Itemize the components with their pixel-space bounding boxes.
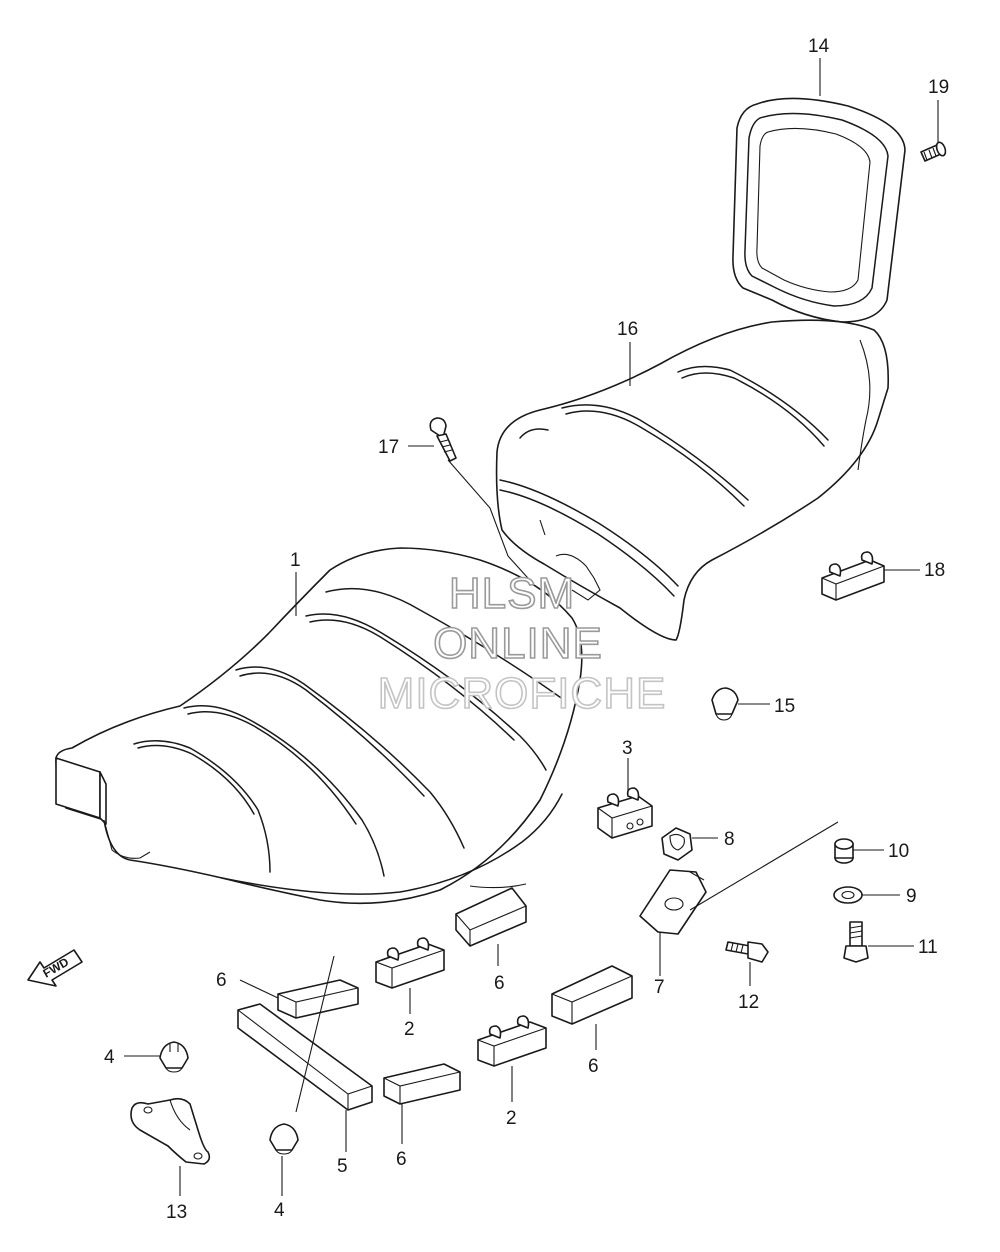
callout-10: 10 [888, 841, 909, 862]
grommet-4b [269, 1123, 299, 1155]
callout-15: 16 [617, 319, 638, 340]
cushion-6b [455, 887, 527, 947]
callout-7: 7 [654, 977, 665, 998]
callout-16: 15 [774, 696, 795, 717]
callout-13: 13 [166, 1202, 187, 1223]
rear-seat-damper [821, 551, 885, 601]
grommet-4a [159, 1041, 189, 1073]
callout-1: 1 [290, 550, 301, 571]
backrest-pad [732, 97, 906, 323]
seat-bolt [429, 417, 547, 599]
callout-19: 19 [928, 77, 949, 98]
callout-6c: 6 [588, 1056, 599, 1077]
callout-2b: 2 [506, 1108, 517, 1129]
flange-bolt-11 [843, 921, 869, 963]
callout-12: 12 [738, 992, 759, 1013]
lock-nut [661, 827, 693, 861]
long-cushion [237, 955, 373, 1113]
washer [833, 886, 863, 904]
cushion-6c [551, 965, 633, 1025]
collar [834, 838, 854, 864]
seat-damper-3 [597, 787, 653, 839]
watermark: HLSM ONLINE MICROFICHE [377, 568, 667, 719]
callout-14: 17 [378, 437, 399, 458]
seat-damper-2a [375, 937, 445, 989]
callout-5: 5 [337, 1156, 348, 1177]
seat-bracket [639, 821, 839, 935]
flange-bolt-12 [725, 941, 769, 963]
watermark-line-1: HLSM [449, 569, 575, 618]
callout-3: 3 [622, 738, 633, 759]
rider-seat [55, 547, 583, 905]
callout-6b: 6 [494, 973, 505, 994]
watermark-line-2: ONLINE [433, 619, 603, 668]
callout-4b: 4 [274, 1200, 285, 1221]
watermark-line-3: MICROFICHE [378, 669, 667, 718]
callout-9: 9 [906, 886, 917, 907]
seat-grommet [711, 687, 739, 721]
callout-2a: 2 [404, 1019, 415, 1040]
fwd-arrow-icon: FWD [27, 949, 83, 987]
cushion-6d [383, 1063, 461, 1105]
callout-leaders [124, 58, 939, 1196]
callout-4a: 4 [104, 1047, 115, 1068]
callout-6a: 6 [216, 970, 227, 991]
callout-18: 14 [808, 36, 830, 57]
seat-plate [130, 1097, 211, 1165]
callout-8: 8 [724, 829, 735, 850]
backrest-screw [920, 141, 947, 162]
callout-6d: 6 [396, 1149, 407, 1170]
callout-numbers: 14 19 16 17 1 18 15 3 8 10 9 11 12 7 2 6… [104, 36, 949, 1223]
callout-11: 11 [918, 937, 938, 958]
callout-17: 18 [924, 560, 945, 581]
cushion-6a [277, 979, 359, 1019]
passenger-seat [495, 319, 890, 641]
seat-damper-2b [477, 1015, 547, 1067]
